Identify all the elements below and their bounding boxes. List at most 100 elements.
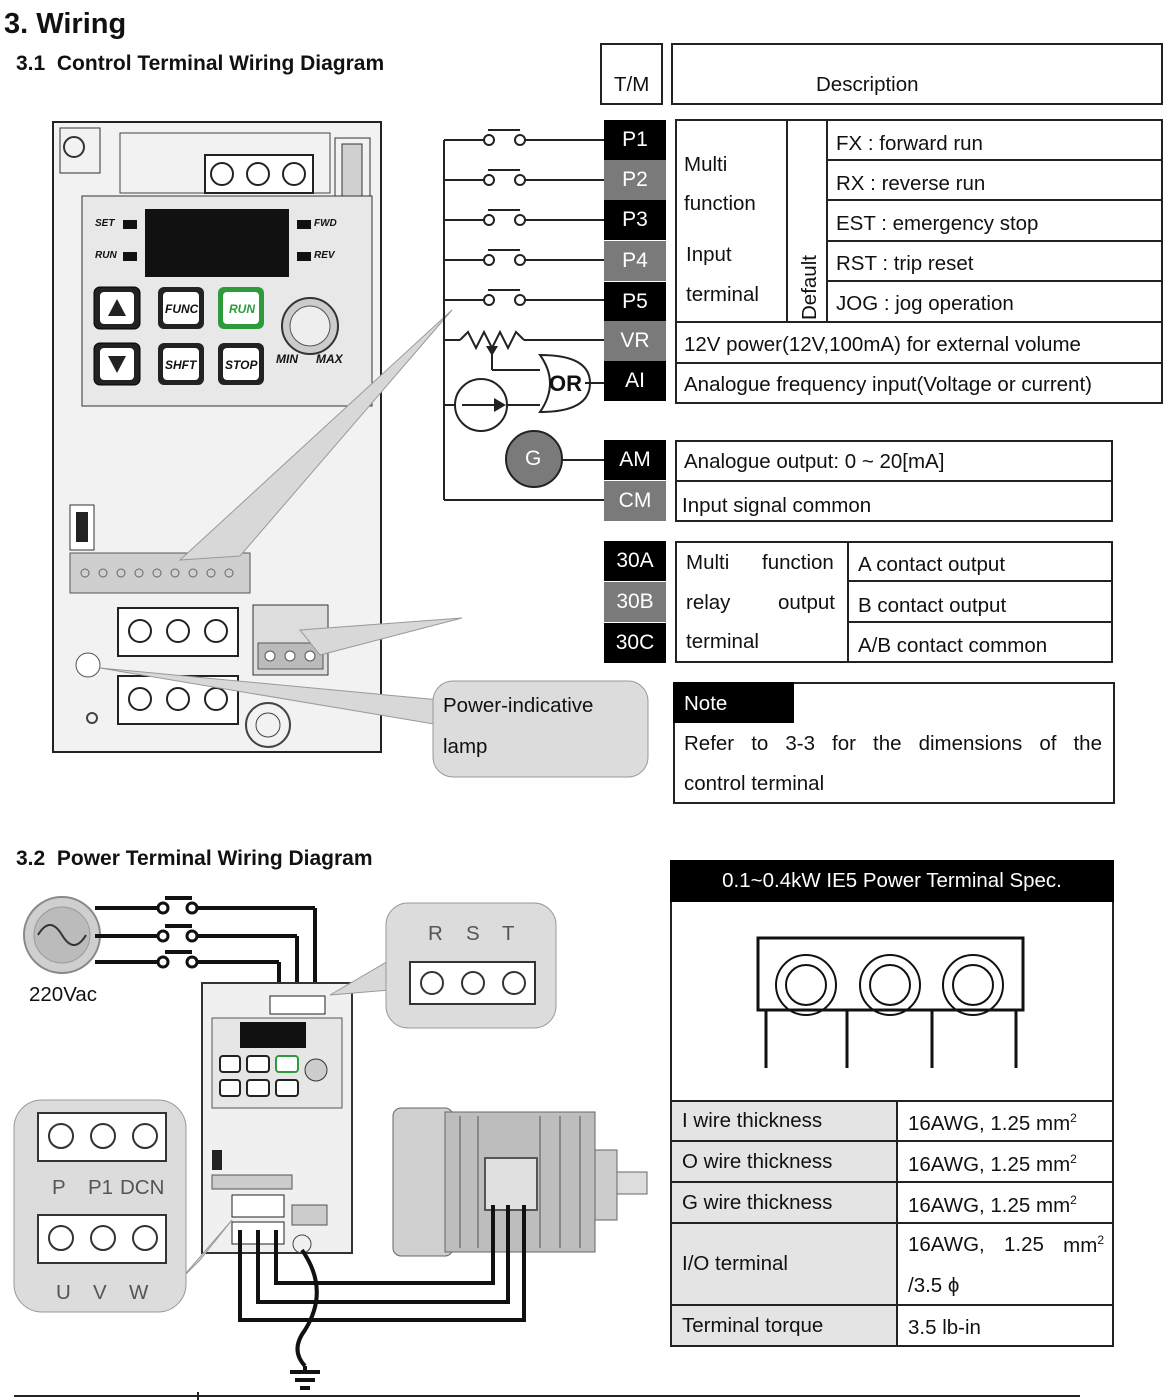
keypad-max-label: MAX bbox=[316, 352, 343, 366]
terminal-p3: P3 bbox=[604, 200, 666, 240]
multi-input-label-1: Multi bbox=[684, 153, 728, 176]
multi-input-label-4: terminal bbox=[686, 283, 759, 306]
note-word: the bbox=[1073, 732, 1102, 755]
spec-label: I wire thickness bbox=[672, 1102, 898, 1140]
p1-description: FX : forward run bbox=[836, 132, 983, 155]
note-word: dimensions bbox=[918, 732, 1023, 755]
terminal-p5: P5 bbox=[604, 282, 666, 322]
am-description: Analogue output: 0 ~ 20[mA] bbox=[684, 450, 945, 473]
header-description-cell: Description bbox=[671, 43, 1163, 105]
30b-description: B contact output bbox=[858, 594, 1007, 617]
spec-value-word: 1.25 bbox=[1003, 1233, 1044, 1256]
30c-description: A/B contact common bbox=[858, 634, 1048, 657]
spec-value-sup: 2 bbox=[1070, 1152, 1077, 1166]
keypad-shft-key: SHFT bbox=[165, 358, 197, 372]
keypad-func-key: FUNC bbox=[165, 302, 199, 316]
spec-value: 16AWG, 1.25 mm2 bbox=[908, 1152, 1077, 1177]
relay-table bbox=[675, 541, 1113, 663]
inverter-drawing bbox=[52, 121, 649, 778]
spec-value-text: 16AWG, 1.25 mm bbox=[908, 1111, 1071, 1135]
spec-value: 16AWG, 1.25 mm2 bbox=[908, 1233, 1104, 1258]
spec-label: O wire thickness bbox=[672, 1142, 898, 1181]
terminal-s-label: S bbox=[466, 922, 480, 945]
spec-value: 16AWG, 1.25 mm2 bbox=[908, 1193, 1077, 1218]
spec-value-unit: mm bbox=[1063, 1233, 1098, 1257]
terminal-p-label: P bbox=[52, 1176, 66, 1199]
terminal-p2: P2 bbox=[604, 160, 666, 200]
header-tm-cell: T/M bbox=[600, 43, 663, 105]
page-heading: 3. Wiring bbox=[4, 8, 127, 40]
control-wiring bbox=[443, 129, 604, 501]
terminal-ai: AI bbox=[604, 361, 666, 401]
spec-row-i-wire: I wire thickness 16AWG, 1.25 mm2 bbox=[670, 1100, 1114, 1142]
terminal-am: AM bbox=[604, 440, 666, 480]
relay-label-terminal: terminal bbox=[686, 630, 759, 653]
note-title-text: Note bbox=[684, 692, 728, 715]
relay-label-function: function bbox=[762, 551, 834, 574]
callout-lamp-line1: Power-indicative bbox=[443, 694, 594, 717]
spec-value: 3.5 lb-in bbox=[908, 1316, 981, 1339]
spec-label: G wire thickness bbox=[672, 1183, 898, 1222]
spec-value-word: mm2 bbox=[1063, 1233, 1104, 1258]
p3-description: EST : emergency stop bbox=[836, 212, 1039, 235]
note-box bbox=[673, 682, 1115, 804]
spec-value-sup: 2 bbox=[1070, 1193, 1077, 1207]
note-word: the bbox=[873, 732, 902, 755]
multi-input-label-3: Input bbox=[686, 243, 732, 266]
keypad-fwd-label: FWD bbox=[314, 218, 337, 229]
section-title-3-1: 3.1 Control Terminal Wiring Diagram bbox=[16, 52, 384, 76]
terminal-vr: VR bbox=[604, 321, 666, 361]
terminal-cm: CM bbox=[604, 481, 666, 521]
vr-description: 12V power(12V,100mA) for external volume bbox=[684, 333, 1081, 356]
keypad-min-label: MIN bbox=[276, 352, 298, 366]
note-word: of bbox=[1039, 732, 1057, 755]
keypad-set-label: SET bbox=[95, 218, 115, 229]
terminal-30b: 30B bbox=[604, 582, 666, 622]
spec-label: I/O terminal bbox=[672, 1224, 898, 1304]
section-title-text: Control Terminal Wiring Diagram bbox=[56, 52, 385, 75]
callout-lamp-line2: lamp bbox=[443, 735, 488, 758]
terminal-r-label: R bbox=[428, 922, 443, 945]
section-title-3-2: 3.2 Power Terminal Wiring Diagram bbox=[16, 847, 373, 871]
relay-label-relay: relay bbox=[686, 591, 731, 614]
spec-value-line2: /3.5 ϕ bbox=[908, 1274, 960, 1297]
note-word: 3-3 bbox=[785, 732, 815, 755]
terminal-t-label: T bbox=[502, 922, 515, 945]
note-line-1: Refer to 3-3 for the dimensions of the bbox=[684, 732, 1102, 756]
g-meter-symbol bbox=[505, 430, 563, 488]
spec-value-sup: 2 bbox=[1097, 1233, 1104, 1247]
spec-value-text: 16AWG, 1.25 mm bbox=[908, 1193, 1071, 1217]
relay-label-output: output bbox=[778, 591, 835, 614]
spec-value-text: 16AWG, 1.25 mm bbox=[908, 1152, 1071, 1176]
header-tm: T/M bbox=[614, 73, 650, 96]
ai-description: Analogue frequency input(Voltage or curr… bbox=[684, 373, 1092, 396]
cm-description: Input signal common bbox=[682, 494, 872, 517]
g-label: G bbox=[525, 447, 542, 470]
section-title-text: Power Terminal Wiring Diagram bbox=[56, 847, 373, 870]
p4-description: RST : trip reset bbox=[836, 252, 974, 275]
power-diagram bbox=[13, 896, 1025, 1390]
terminal-30c: 30C bbox=[604, 623, 666, 663]
default-label: Default bbox=[798, 255, 821, 320]
30a-description: A contact output bbox=[858, 553, 1006, 576]
section-number: 3.2 bbox=[16, 847, 46, 870]
spec-row-io-terminal: I/O terminal 16AWG, 1.25 mm2 /3.5 ϕ bbox=[670, 1222, 1114, 1306]
spec-label: Terminal torque bbox=[672, 1306, 898, 1345]
or-label: OR bbox=[549, 371, 582, 396]
keypad-rev-label: REV bbox=[314, 250, 335, 261]
terminal-u-label: U bbox=[56, 1281, 71, 1304]
note-title: Note bbox=[673, 682, 794, 723]
multi-input-label-2: function bbox=[684, 192, 756, 215]
header-description: Description bbox=[816, 73, 919, 96]
spec-value: 16AWG, 1.25 mm2 bbox=[908, 1111, 1077, 1136]
terminal-w-label: W bbox=[129, 1281, 149, 1304]
terminal-p1-label: P1 bbox=[88, 1176, 114, 1199]
terminal-p4: P4 bbox=[604, 241, 666, 281]
terminal-v-label: V bbox=[93, 1281, 107, 1304]
note-word: to bbox=[751, 732, 769, 755]
supply-voltage-label: 220Vac bbox=[29, 983, 98, 1006]
spec-value-word: 16AWG, bbox=[908, 1233, 985, 1256]
note-word: for bbox=[832, 732, 856, 755]
keypad-run-key: RUN bbox=[229, 302, 255, 316]
